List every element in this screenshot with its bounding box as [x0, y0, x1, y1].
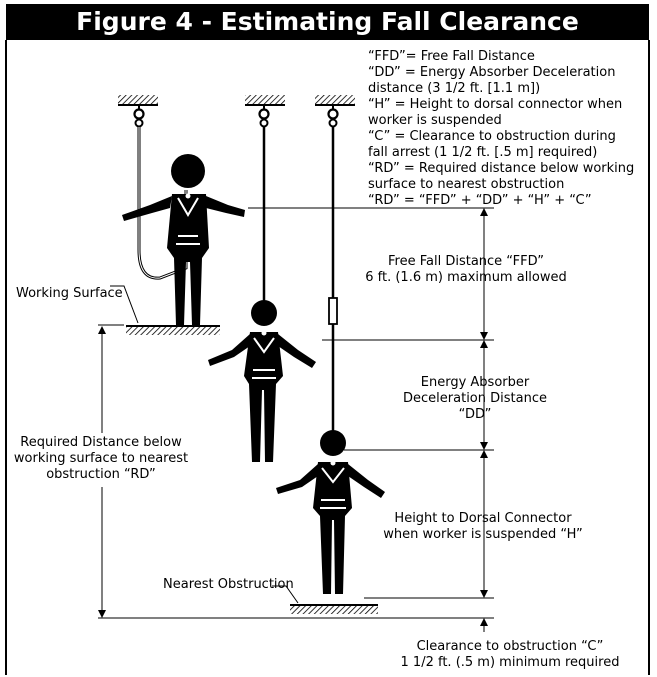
worker-standing-figure: [122, 154, 245, 325]
legend-line: surface to nearest obstruction: [368, 177, 564, 192]
legend-line: distance (3 1/2 ft. [1.1 m]): [368, 81, 540, 96]
dd-label: Deceleration Distance: [403, 391, 547, 406]
legend-line: “DD” = Energy Absorber Deceleration: [368, 65, 615, 80]
ffd-label: 6 ft. (1.6 m) maximum allowed: [365, 270, 567, 285]
dd-label: Energy Absorber: [421, 375, 530, 390]
rd-label: obstruction “RD”: [46, 467, 156, 482]
legend-line: fall arrest (1 1/2 ft. [.5 m] required): [368, 145, 597, 160]
h-label: when worker is suspended “H”: [383, 527, 583, 542]
rd-label: Required Distance below: [20, 435, 182, 450]
anchor-3: [315, 95, 355, 128]
h-label: Height to Dorsal Connector: [394, 511, 572, 526]
legend-line: “RD” = “FFD” + “DD” + “H” + “C”: [368, 193, 592, 208]
legend-line: worker is suspended: [368, 113, 502, 128]
c-label: Clearance to obstruction “C”: [417, 639, 604, 654]
obstruction-leader: [272, 585, 299, 604]
legend-line: “FFD”= Free Fall Distance: [368, 49, 535, 64]
legend-block: “FFD”= Free Fall Distance “DD” = Energy …: [368, 49, 634, 208]
worker-falling-figure: [208, 300, 316, 462]
ffd-label: Free Fall Distance “FFD”: [388, 254, 544, 269]
working-surface-leader: [110, 285, 139, 324]
working-surface-label: Working Surface: [16, 286, 123, 301]
legend-line: “RD” = Required distance below working: [368, 161, 634, 176]
working-surface-block: [126, 325, 220, 335]
anchor-1: [118, 95, 158, 128]
c-label: 1 1/2 ft. (.5 m) minimum required: [401, 655, 620, 670]
dd-label: “DD”: [459, 407, 492, 422]
legend-line: “H” = Height to dorsal connector when: [368, 97, 622, 112]
worker-suspended-figure: [276, 430, 385, 594]
rd-label: working surface to nearest: [14, 451, 188, 466]
nearest-obstruction-block: [290, 604, 378, 614]
legend-line: “C” = Clearance to obstruction during: [368, 129, 616, 144]
nearest-obstruction-label: Nearest Obstruction: [163, 577, 294, 592]
energy-absorber-pack: [328, 297, 338, 325]
figure-title: Figure 4 - Estimating Fall Clearance: [6, 4, 649, 40]
anchor-2: [245, 95, 285, 128]
